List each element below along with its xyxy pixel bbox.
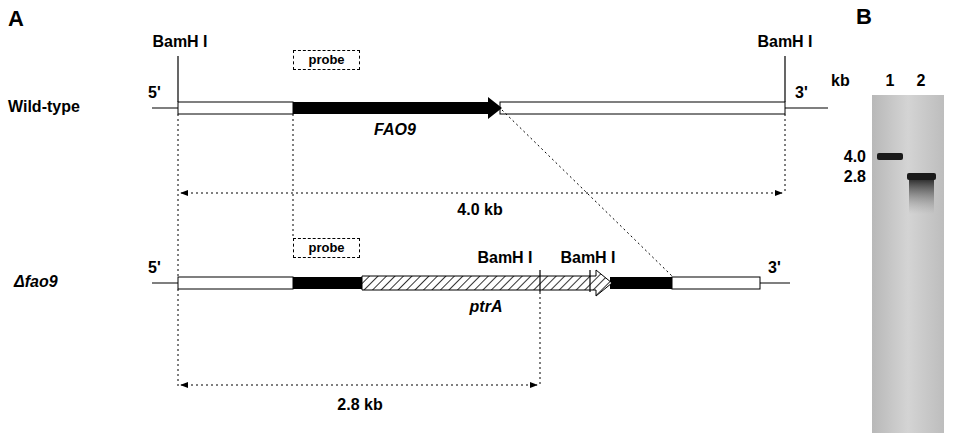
guide-line [178,289,179,386]
size-marker: 4.0 [844,148,866,166]
gene-fragment [610,277,672,289]
southern-blot [872,95,944,433]
probe-label: probe [308,53,344,67]
guide-line [178,114,179,277]
flank-box [672,277,760,289]
gene-fragment [293,277,362,289]
site-line [589,270,590,292]
gel-band [877,153,903,160]
gel-band [907,173,936,180]
panel-letter: A [8,6,24,31]
probe-box: probe [293,238,360,258]
site-line [784,56,785,102]
gel-image [872,95,944,433]
site-line [177,56,178,102]
deletion-locus [152,270,790,296]
strand-end: 5' [148,84,161,102]
wild-type-locus [152,56,828,119]
restriction-site: BamH I [757,33,812,51]
strand-end: 3' [768,259,781,277]
strand-end: 3' [795,84,808,102]
fragment-size: 4.0 kb [457,201,502,219]
restriction-site: BamH I [560,249,615,267]
fragment-size: 2.8 kb [337,396,382,414]
guide-lines [178,110,785,386]
strain-name: Δfao9 [14,273,58,291]
gene-name: ptrA [470,298,503,316]
fao9-gene-arrow [293,97,502,119]
flank-box [178,277,293,289]
probe-label: probe [308,241,344,255]
guide-line [540,292,541,386]
panel-letter: B [856,4,872,29]
lane-number: 1 [886,72,895,90]
gene-name: FAO9 [374,121,416,139]
restriction-site: BamH I [477,249,532,267]
dimension-line [181,385,537,386]
ptra-marker-arrow [362,270,612,296]
size-marker: 2.8 [844,168,866,186]
guide-line [785,114,786,194]
probe-box: probe [293,50,360,70]
restriction-site: BamH I [152,33,207,51]
guide-line [293,114,294,238]
lane-number: 2 [917,72,926,90]
strain-name: Wild-type [8,98,80,116]
flank-box [500,102,785,114]
flank-box [178,102,293,114]
axis-unit: kb [831,72,850,90]
site-line [539,270,540,292]
gel-smear [909,180,934,214]
strand-end: 5' [148,259,161,277]
dimension-line [181,193,782,194]
